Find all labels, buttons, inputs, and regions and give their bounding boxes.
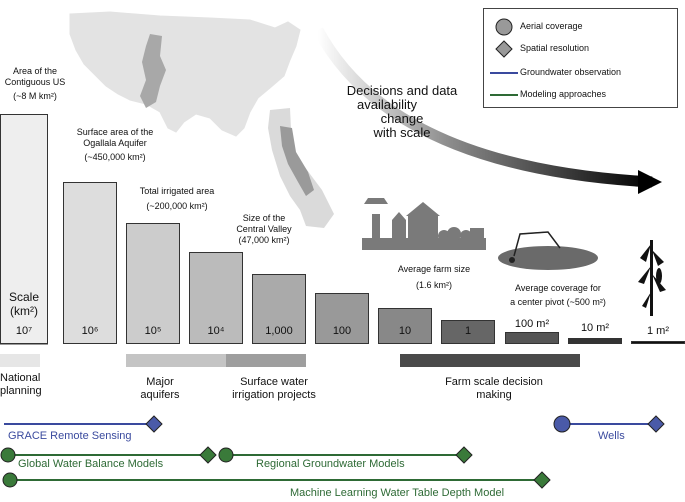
bar-label-line: Area of the bbox=[12, 66, 58, 76]
legend: Aerial coverage Spatial resolution Groun… bbox=[483, 8, 678, 108]
scale-bar-1m2 bbox=[631, 341, 685, 344]
bar-label-farm-size: Average farm size (1.6 km²) bbox=[384, 264, 484, 291]
bar-label-line: (1.6 km²) bbox=[416, 280, 452, 290]
bar-label-line: Contiguous US bbox=[4, 77, 66, 87]
regional-diamond-icon bbox=[455, 446, 473, 464]
legend-circle-icon bbox=[495, 18, 513, 36]
ml-circle-icon bbox=[2, 472, 18, 488]
arrow-caption-line: availability bbox=[357, 97, 417, 112]
grace-label: GRACE Remote Sensing bbox=[8, 430, 132, 442]
legend-groundwater-label: Groundwater observation bbox=[520, 67, 622, 77]
band-label-line: Farm scale decision bbox=[445, 376, 543, 388]
scale-trend-arrow bbox=[313, 27, 653, 188]
scale-bar-100m2 bbox=[505, 332, 559, 344]
bar-label-line: Size of the bbox=[242, 213, 286, 223]
wells-circle-icon bbox=[553, 415, 571, 433]
aquifers-band bbox=[126, 354, 226, 367]
legend-symbols bbox=[490, 18, 518, 96]
band-label-line: National bbox=[0, 372, 41, 384]
global-model-label: Global Water Balance Models bbox=[18, 458, 164, 470]
bar-label-line: (~8 M km²) bbox=[13, 91, 57, 101]
bar-label-line: (47,000 km²) bbox=[238, 235, 290, 245]
bar-value: 10 bbox=[398, 325, 412, 337]
major-aquifers-label: Major aquifers bbox=[120, 376, 200, 402]
bar-value: 1 m² bbox=[647, 325, 669, 337]
bar-label-us: Area of the Contiguous US (~8 M km²) bbox=[0, 66, 70, 102]
timeline-lines bbox=[4, 423, 656, 481]
bar-label-center-pivot: Average coverage for a center pivot (~50… bbox=[498, 283, 618, 308]
ogallala-aquifer-icon bbox=[140, 34, 166, 108]
arrow-head-icon bbox=[638, 170, 662, 194]
bar-value: 10 m² bbox=[580, 322, 610, 334]
band-label-line: aquifers bbox=[140, 389, 180, 401]
farm-band bbox=[400, 354, 580, 367]
bar-value: 10⁴ bbox=[207, 325, 225, 337]
central-valley-icon bbox=[280, 126, 314, 196]
bar-label-line: Total irrigated area bbox=[139, 186, 215, 196]
global-circle-icon bbox=[0, 447, 16, 463]
scale-unit-line: Scale bbox=[8, 290, 40, 304]
bar-label-line: Average farm size bbox=[397, 264, 471, 274]
arrow-caption-line: change bbox=[380, 111, 424, 126]
surface-water-band bbox=[226, 354, 306, 367]
band-label-line: planning bbox=[0, 385, 42, 397]
wells-diamond-icon bbox=[647, 415, 665, 433]
bar-label-ogallala: Surface area of the Ogallala Aquifer (~4… bbox=[60, 127, 170, 163]
arrow-caption: Decisions and data availability change w… bbox=[332, 84, 472, 140]
bar-value: 100 m² bbox=[514, 318, 550, 330]
national-band bbox=[0, 354, 40, 367]
bar-label-line: Ogallala Aquifer bbox=[83, 138, 147, 148]
scale-bar-us bbox=[0, 114, 48, 344]
band-label-line: making bbox=[476, 389, 512, 401]
ml-model-label: Machine Learning Water Table Depth Model bbox=[290, 487, 505, 499]
bar-label-line: a center pivot (~500 m²) bbox=[510, 297, 606, 307]
bar-label-line: (~450,000 km²) bbox=[84, 152, 146, 162]
band-label-line: Major bbox=[146, 376, 174, 388]
bar-value: 100 bbox=[332, 325, 352, 337]
bar-value: 10⁷ bbox=[15, 325, 33, 337]
bar-value: 1,000 bbox=[265, 325, 293, 337]
global-diamond-icon bbox=[199, 446, 217, 464]
bar-label-line: (~200,000 km²) bbox=[146, 201, 208, 211]
scale-unit-label: Scale (km²) bbox=[0, 290, 48, 318]
legend-diamond-icon bbox=[495, 40, 513, 58]
bar-value: 1 bbox=[464, 325, 472, 337]
legend-modeling-label: Modeling approaches bbox=[520, 89, 607, 99]
wells-label: Wells bbox=[598, 430, 625, 442]
bar-value: 10⁶ bbox=[81, 325, 99, 337]
grace-diamond-icon bbox=[145, 415, 163, 433]
bar-label-line: Central Valley bbox=[236, 224, 292, 234]
arrow-caption-line: with scale bbox=[373, 125, 431, 140]
scale-bar-1 bbox=[441, 320, 495, 344]
scale-bar-100 bbox=[315, 293, 369, 344]
band-label-line: Surface water bbox=[240, 376, 308, 388]
scale-bar-irrigated bbox=[126, 223, 180, 344]
scale-bar-1000 bbox=[252, 274, 306, 344]
center-pivot-icon bbox=[498, 231, 598, 270]
bar-label-irrigated: Total irrigated area (~200,000 km²) bbox=[122, 186, 232, 212]
ml-diamond-icon bbox=[533, 471, 551, 489]
regional-model-label: Regional Groundwater Models bbox=[256, 458, 405, 470]
farm-icon bbox=[362, 198, 486, 250]
scale-unit-line: (km²) bbox=[10, 304, 38, 318]
scale-bar-10m2 bbox=[568, 338, 622, 344]
band-label-line: irrigation projects bbox=[232, 389, 316, 401]
us-map-icon bbox=[69, 11, 301, 137]
national-planning-label: National planning bbox=[0, 372, 42, 398]
regional-circle-icon bbox=[218, 447, 234, 463]
bar-value: 10⁵ bbox=[144, 325, 162, 337]
legend-aerial-label: Aerial coverage bbox=[520, 21, 583, 31]
scale-bar-ogallala bbox=[63, 182, 117, 344]
bar-label-line: Surface area of the bbox=[76, 127, 154, 137]
surface-water-label: Surface water irrigation projects bbox=[214, 376, 334, 402]
farm-decision-label: Farm scale decision making bbox=[424, 376, 564, 402]
corn-plant-icon bbox=[638, 240, 666, 316]
bar-label-central-valley: Size of the Central Valley (47,000 km²) bbox=[224, 213, 304, 246]
scale-bar-10 bbox=[378, 308, 432, 344]
bar-label-line: Average coverage for bbox=[515, 283, 601, 293]
legend-spatial-label: Spatial resolution bbox=[520, 43, 590, 53]
scale-bar-central-valley bbox=[189, 252, 243, 344]
arrow-caption-line: Decisions and data bbox=[346, 83, 458, 98]
